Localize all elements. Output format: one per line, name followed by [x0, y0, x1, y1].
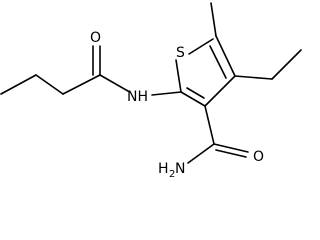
bond-ch2-ch3 [271, 49, 302, 80]
structure-drawing: S O NH O H 2 N [0, 2, 302, 180]
bond-carbonyl-o [213, 143, 249, 153]
amide-nh-label: NH [127, 89, 148, 105]
bond-c3-carbonyl [204, 105, 215, 145]
bond-c3-c4 [0, 74, 37, 95]
bond-c3-c2-inner [186, 87, 205, 99]
amine-n-label: N [175, 161, 185, 177]
bond-c4-ch2 [234, 75, 273, 80]
bond-c5-c4-inner [209, 45, 227, 79]
bond-c5-c4 [215, 35, 236, 77]
sulfur-label: S [176, 45, 185, 61]
bond-c4-c3 [204, 75, 236, 107]
bond-carbonyl-o-double [215, 149, 247, 158]
bond-c2-n [151, 91, 182, 96]
bond-acylc-c2 [62, 74, 101, 95]
bond-n-acylc [99, 74, 129, 92]
carboxamide-oxygen-label: O [253, 149, 264, 165]
bond-s-c2 [175, 59, 182, 93]
bond-c5-methyl [210, 2, 217, 37]
acyl-oxygen-label: O [90, 30, 101, 46]
molecule-diagram: S O NH O H 2 N [0, 2, 302, 180]
bond-carbonyl-n [187, 143, 215, 164]
bond-c3-c2 [180, 91, 206, 107]
amine-h-label: H [158, 161, 169, 177]
bond-c2-c3 [35, 74, 64, 95]
bond-s-c5 [188, 38, 214, 55]
amine-h-count: 2 [169, 169, 175, 180]
